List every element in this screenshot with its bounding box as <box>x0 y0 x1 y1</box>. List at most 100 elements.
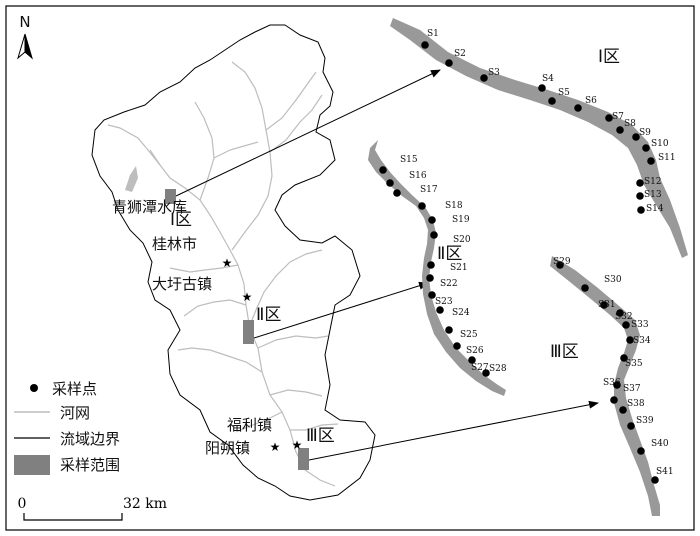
arrow-to-zone-1 <box>175 69 441 197</box>
sample-point <box>610 396 618 404</box>
sample-point <box>538 84 546 92</box>
sampling-area-zone-1 <box>165 189 176 204</box>
town-star-dayu: ★ <box>242 290 253 304</box>
site-label: S20 <box>453 235 471 245</box>
svg-text:N: N <box>19 13 30 31</box>
sample-point <box>428 291 436 299</box>
site-label: S39 <box>636 416 654 426</box>
site-label: S12 <box>644 177 662 187</box>
sample-point <box>445 59 453 67</box>
sample-point <box>581 284 589 292</box>
label-zone-3-main: Ⅲ区 <box>306 426 335 446</box>
sample-point <box>574 104 582 112</box>
label-fuli: 福利镇 <box>227 416 272 434</box>
site-label: S22 <box>440 279 458 289</box>
site-label: S8 <box>624 119 636 129</box>
sample-point <box>636 179 644 187</box>
site-label: S11 <box>658 153 676 163</box>
site-label: S3 <box>488 68 500 78</box>
sample-point <box>436 306 444 314</box>
north-arrow-icon: N <box>17 13 33 60</box>
sample-point <box>636 192 644 200</box>
site-label: S7 <box>612 112 624 122</box>
site-label: S34 <box>633 336 651 346</box>
label-zone-1-inset: Ⅰ区 <box>598 47 620 67</box>
site-label: S10 <box>651 139 669 149</box>
legend-point-icon <box>30 384 38 392</box>
sample-point <box>379 166 387 174</box>
sample-point <box>632 133 640 141</box>
site-label: S35 <box>625 359 643 369</box>
sample-point <box>647 157 655 165</box>
legend-boundary: 流域边界 <box>60 430 120 448</box>
sample-point <box>468 356 476 364</box>
label-zone-3-inset: Ⅲ区 <box>550 342 579 362</box>
legend-river: 河网 <box>60 404 90 422</box>
site-label: S18 <box>445 201 463 211</box>
sample-point <box>637 447 645 455</box>
sample-point <box>626 336 634 344</box>
arrow-to-zone-2 <box>253 281 429 339</box>
site-label: S33 <box>631 320 649 330</box>
site-label: S5 <box>558 88 570 98</box>
watershed-boundary <box>91 24 376 501</box>
site-label: S17 <box>420 185 438 195</box>
sampling-area-zone-2 <box>243 320 254 344</box>
sample-point <box>386 179 394 187</box>
site-label: S30 <box>604 275 622 285</box>
site-label: S26 <box>466 346 484 356</box>
sample-points-zone-2: S15 S16 S17 S18 S19 S20 S21 S22 S23 S24 … <box>379 155 507 377</box>
sampling-area-zone-3 <box>298 448 309 470</box>
site-label: S4 <box>542 74 554 84</box>
sample-point <box>445 326 453 334</box>
town-star-guilin: ★ <box>222 256 233 270</box>
site-label: S19 <box>452 215 470 225</box>
site-label: S13 <box>644 190 662 200</box>
reservoir-shape <box>125 166 138 192</box>
site-label: S41 <box>656 467 674 477</box>
site-label: S14 <box>646 204 664 214</box>
sample-point <box>620 354 628 362</box>
site-label: S15 <box>400 155 418 165</box>
site-label: S38 <box>627 399 645 409</box>
site-label: S24 <box>452 308 470 318</box>
sample-point <box>426 274 434 282</box>
sample-point <box>430 231 438 239</box>
inset-zone-3: Ⅲ区 <box>550 256 660 516</box>
legend-area-icon <box>14 455 50 475</box>
sample-point <box>418 202 426 210</box>
sample-point <box>605 114 613 122</box>
sample-points-zone-1: S1 S2 S3 S4 S5 S6 S7 S8 S9 S10 S11 S12 S… <box>421 29 676 214</box>
legend-sample-point: 采样点 <box>52 380 97 398</box>
sample-point <box>613 381 621 389</box>
sample-point <box>548 97 556 105</box>
site-label: S29 <box>553 257 571 267</box>
label-zone-1-main: Ⅰ区 <box>170 210 192 230</box>
site-label: S36 <box>603 378 621 388</box>
town-star-fuli: ★ <box>292 438 303 452</box>
sample-point <box>616 309 624 317</box>
sample-point <box>622 321 630 329</box>
site-label: S21 <box>450 263 468 273</box>
site-label: S27 <box>471 363 489 373</box>
site-label: S9 <box>639 128 651 138</box>
sample-point <box>428 216 436 224</box>
legend-sample-area: 采样范围 <box>60 456 120 474</box>
sample-point <box>453 342 461 350</box>
site-label: S16 <box>409 171 427 181</box>
scale-zero: 0 <box>18 496 27 512</box>
sample-point <box>651 476 659 484</box>
river-network <box>107 61 339 487</box>
site-label: S31 <box>598 300 616 310</box>
site-label: S37 <box>623 384 641 394</box>
label-zone-2-inset: Ⅱ区 <box>437 244 462 264</box>
sample-point <box>627 422 635 430</box>
site-label: S6 <box>585 96 597 106</box>
site-label: S25 <box>460 330 478 340</box>
sample-point <box>619 406 627 414</box>
town-star-yangshuo: ★ <box>270 440 281 454</box>
sample-points-zone-3: S29 S30 S31 S32 S33 S34 S35 S36 S37 S38 … <box>553 257 674 484</box>
label-dayu: 大圩古镇 <box>152 275 212 293</box>
legend: 采样点 河网 流域边界 采样范围 <box>14 380 120 475</box>
scale-bar: 0 32 km <box>18 496 167 521</box>
